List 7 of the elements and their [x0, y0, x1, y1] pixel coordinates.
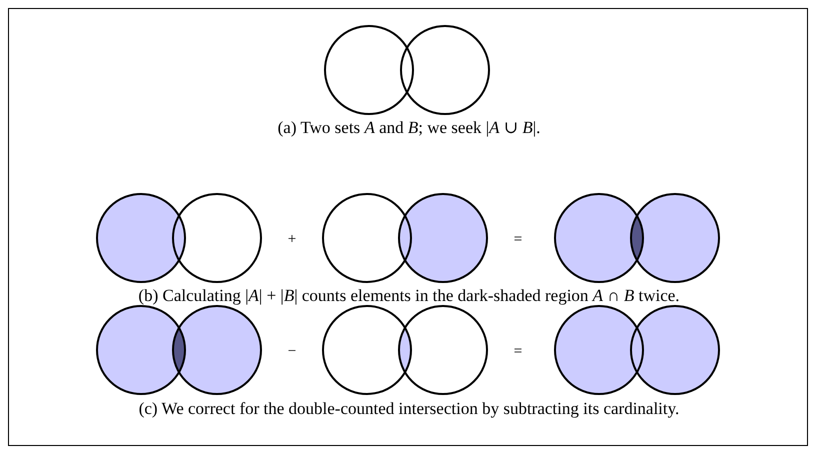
- plus-sign: +: [288, 232, 296, 248]
- figure-caption: (a) Two sets A and B; we seek |A ∪ B|.: [278, 118, 540, 138]
- minus-sign: −: [288, 344, 296, 360]
- equals-sign: =: [514, 344, 522, 360]
- equals-sign: =: [514, 232, 522, 248]
- figure-caption: (b) Calculating |A| + |B| counts elements in the dark-shaded region A ∩ B twice.: [138, 286, 680, 306]
- figure-caption: (c) We correct for the double-counted intersection by subtracting its cardinality.: [138, 399, 680, 419]
